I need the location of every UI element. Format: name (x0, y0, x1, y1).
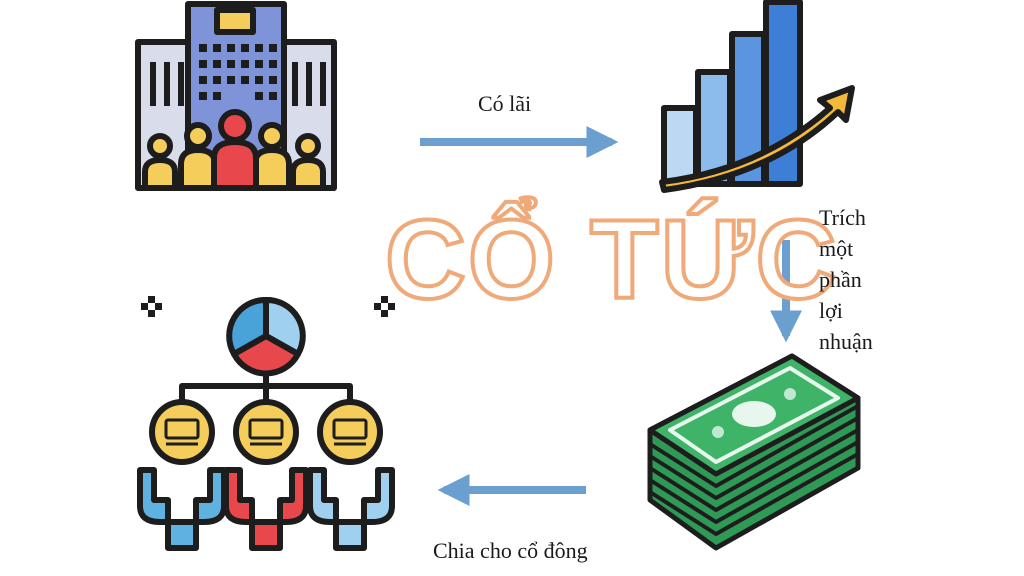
label-share: Chia cho cổ đông (433, 538, 588, 563)
label-split-word: nhuận (819, 329, 873, 354)
shareholders-distribution-icon (137, 296, 395, 551)
label-split-profit: Trích một phần lợi nhuận (819, 202, 873, 357)
label-split-word: Trích (819, 205, 866, 230)
label-split-word: phần (819, 267, 862, 292)
growth-bar-chart-icon (659, 0, 855, 193)
sparkle-icon (141, 296, 162, 317)
label-profit: Có lãi (478, 91, 532, 116)
diagram-title: CỔ TỨC (383, 195, 839, 324)
label-split-word: lợi (819, 298, 843, 323)
money-stack-icon (647, 353, 861, 551)
label-split-word: một (819, 236, 854, 261)
sparkle-icon (374, 296, 395, 317)
company-building-people-icon (135, 1, 337, 191)
